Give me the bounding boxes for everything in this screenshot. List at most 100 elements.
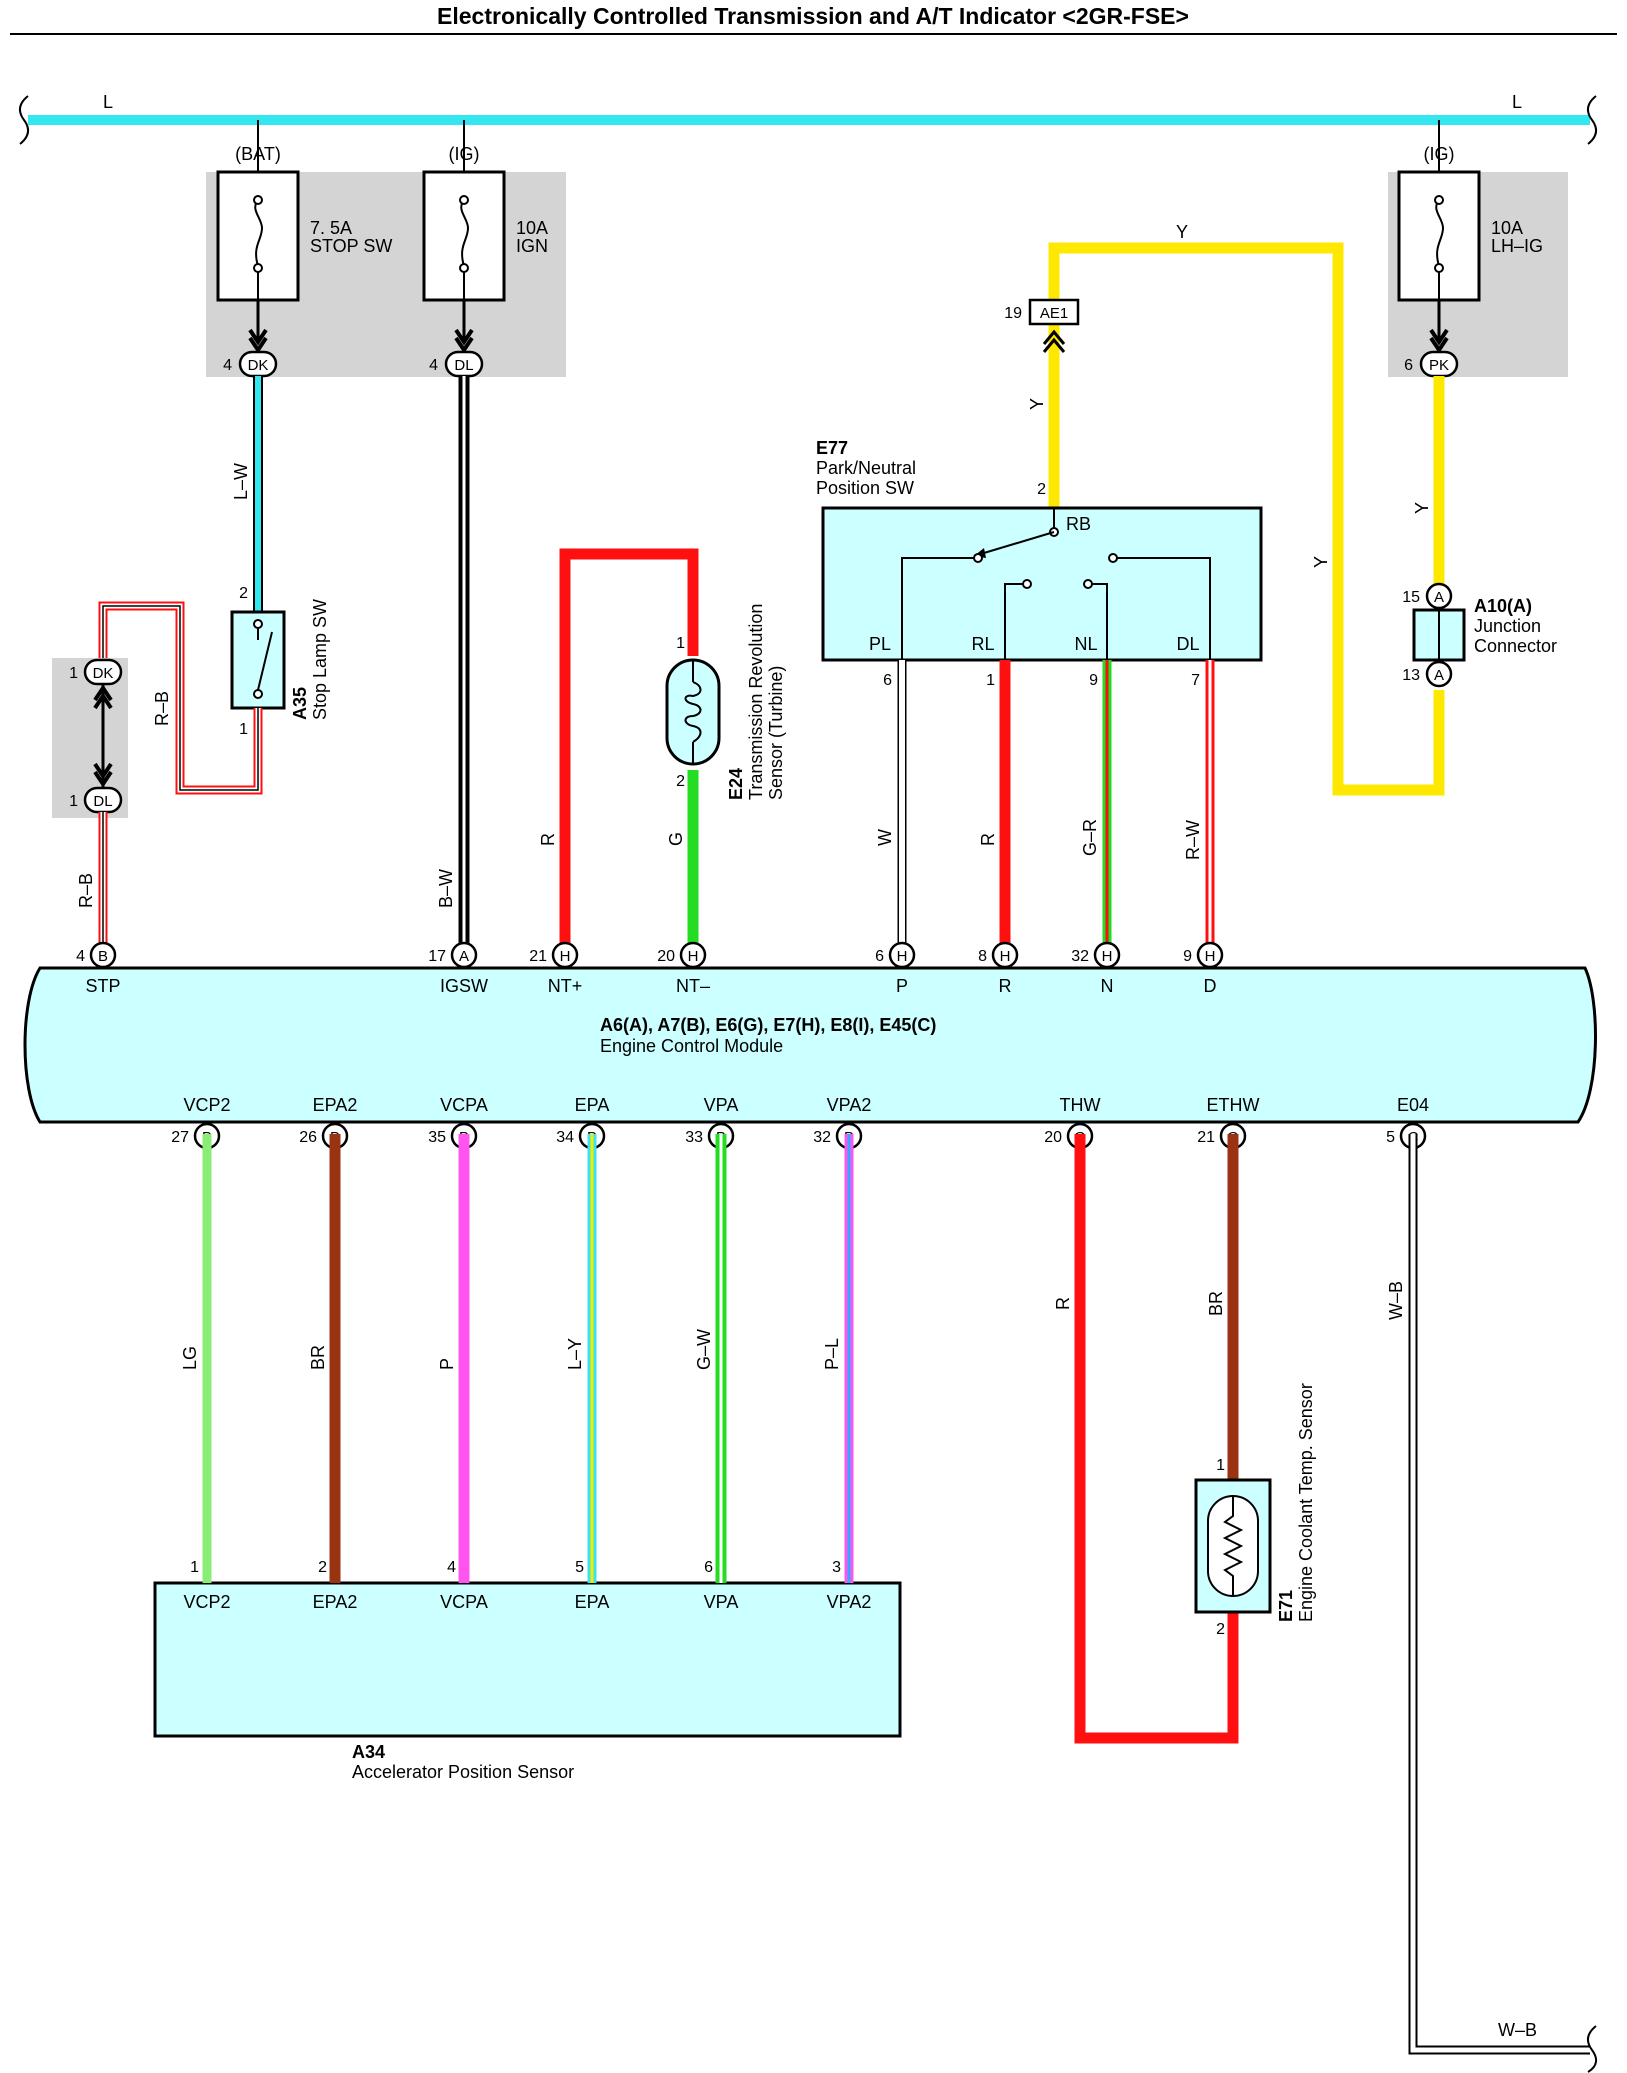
wire-break-icon [1586, 2025, 1598, 2073]
stop-lamp-switch: 2 1 A35 Stop Lamp SW [230, 585, 330, 738]
aps-wire-label: G–W [694, 1329, 714, 1370]
fuse-icon [1435, 199, 1445, 267]
ecm-terminal-pin: 20 [657, 948, 675, 965]
ecm-terminal-conn: H [1205, 948, 1216, 965]
pn-out-rl: RL [971, 634, 994, 654]
wire-l-w: L–W [231, 376, 263, 612]
splice-top-pin: 1 [69, 665, 78, 682]
jc-id: A10(A) [1474, 596, 1532, 616]
splice-bottom-conn: DL [93, 793, 112, 810]
pn-pin-nl: 9 [1089, 672, 1098, 689]
ecm-ids: A6(A), A7(B), E6(G), E7(H), E8(I), E45(C… [600, 1015, 936, 1035]
fuse-lhig-conn: PK [1429, 357, 1449, 374]
ae1-conn: AE1 [1040, 305, 1068, 322]
jc-conn-bottom: A [1434, 667, 1444, 684]
stop-sw-pin-top: 2 [239, 585, 248, 602]
ecm-terminal-pin: 21 [1197, 1129, 1215, 1146]
wire-ground-wb: W–B W–B [1386, 1134, 1598, 2073]
ecm-terminal-conn: H [688, 948, 699, 965]
stop-sw-id: A35 [290, 687, 310, 720]
park-neutral-switch: E77 Park/Neutral Position SW 2 RB PL RL … [816, 438, 1263, 689]
coolant-pin-bottom: 2 [1216, 1621, 1225, 1638]
accelerator-position-sensor: A34 Accelerator Position Sensor [153, 1581, 902, 1782]
ecm-terminal-pin: 27 [171, 1129, 189, 1146]
aps-terminal-pin: 6 [704, 1559, 713, 1576]
fuse-stop-name: STOP SW [310, 236, 392, 256]
ecm-terminal-label: VPA [704, 1095, 739, 1115]
aps-id: A34 [352, 1742, 385, 1762]
ecm-terminal-circle [888, 941, 916, 969]
pn-out-pl: PL [869, 634, 891, 654]
wire-r-w-label: R–W [1183, 820, 1203, 860]
ecm-terminal-pin: 32 [813, 1129, 831, 1146]
ecm-terminal-pin: 6 [875, 948, 884, 965]
ecm-terminal-pin: 8 [978, 948, 987, 965]
connector-arrow-icon [93, 684, 113, 710]
aps-terminal-pin: 2 [318, 1559, 327, 1576]
jc-name1: Junction [1474, 616, 1541, 636]
aps-terminal-pin: 5 [575, 1559, 584, 1576]
ecm-terminal-label: EPA2 [313, 1095, 358, 1115]
bus-right-label: L [1512, 92, 1522, 112]
ecm-terminal-pin: 34 [556, 1129, 574, 1146]
coolant-name: Engine Coolant Temp. Sensor [1296, 1383, 1316, 1622]
fuse-icon [254, 199, 264, 267]
ecm-terminal-circle [1196, 941, 1224, 969]
ecm-terminal-label: P [896, 976, 908, 996]
fuse-ign-name: IGN [516, 236, 548, 256]
aps-wire-label: LG [180, 1346, 200, 1370]
trans-sensor-name2: Sensor (Turbine) [766, 666, 786, 800]
wire-r-label: R [978, 833, 998, 846]
ecm-terminal-pin: 9 [1183, 948, 1192, 965]
thermistor-icon [1222, 1496, 1244, 1596]
pn-out-nl: NL [1074, 634, 1097, 654]
wire-thw-label: R [1053, 1297, 1073, 1310]
connector-arrow-icon [93, 762, 113, 788]
wire-e04-label: W–B [1386, 1281, 1406, 1320]
splice-connector: DK 1 DL 1 [69, 658, 123, 814]
ecm-terminal-conn: H [897, 948, 908, 965]
wire-nt-plus-label: R [538, 833, 558, 846]
wire-thw-loop: R BR [1053, 1134, 1239, 1744]
wire-w-label: W [875, 829, 895, 846]
fuse-outputs: DK 4 DL 4 PK 6 [223, 300, 1459, 378]
wire-y-lhig-label: Y [1412, 502, 1432, 514]
ecm-terminal-label: VPA2 [827, 1095, 872, 1115]
stop-sw-pin-bottom: 1 [239, 721, 248, 738]
aps-name: Accelerator Position Sensor [352, 1762, 574, 1782]
fuse-lhig-rating: 10A [1491, 218, 1523, 238]
wire-y-mid-label: Y [1311, 556, 1331, 568]
engine-control-module: A6(A), A7(B), E6(G), E7(H), E8(I), E45(C… [23, 966, 1597, 1124]
bus-break-right-icon [1586, 95, 1598, 145]
jc-conn-top: A [1434, 589, 1444, 606]
fuse-ign: (IG) 10A IGN [422, 144, 548, 302]
ecm-terminal-label: IGSW [440, 976, 488, 996]
bus-left-label: L [103, 92, 113, 112]
fuse-stop-pin: 4 [223, 357, 232, 374]
pn-out-dl: DL [1176, 634, 1199, 654]
splice-top-conn: DK [93, 665, 114, 682]
ecm-terminal-conn: A [459, 948, 469, 965]
aps-wire-label: P–L [822, 1338, 842, 1370]
fuse-icon [460, 199, 470, 267]
aps-terminals: LG1VCP2BR2EPA2P4VCPAL–Y5EPAG–W6VPAP–L3VP… [180, 1134, 871, 1612]
wire-l-w-label: L–W [231, 463, 251, 500]
pn-pin-pl: 6 [883, 672, 892, 689]
ecm-terminal-circle [1093, 941, 1121, 969]
stop-sw-name: Stop Lamp SW [310, 599, 330, 720]
wire-ethw-label: BR [1206, 1291, 1226, 1316]
coolant-pin-top: 1 [1216, 1457, 1225, 1474]
ecm-terminal-label: D [1204, 976, 1217, 996]
pn-sw-name2: Position SW [816, 478, 914, 498]
aps-terminal-label: VPA [704, 1592, 739, 1612]
wire-yellow: Y Y Y Y [1027, 222, 1445, 796]
ecm-terminal-pin: 17 [428, 948, 446, 965]
ecm-terminal-label: ETHW [1207, 1095, 1260, 1115]
fuse-lhig-name: LH–IG [1491, 236, 1543, 256]
coolant-id: E71 [1276, 1590, 1296, 1622]
aps-wire-label: P [437, 1358, 457, 1370]
ecm-terminal-circle [89, 941, 117, 969]
fuse-ign-rating: 10A [516, 218, 548, 238]
